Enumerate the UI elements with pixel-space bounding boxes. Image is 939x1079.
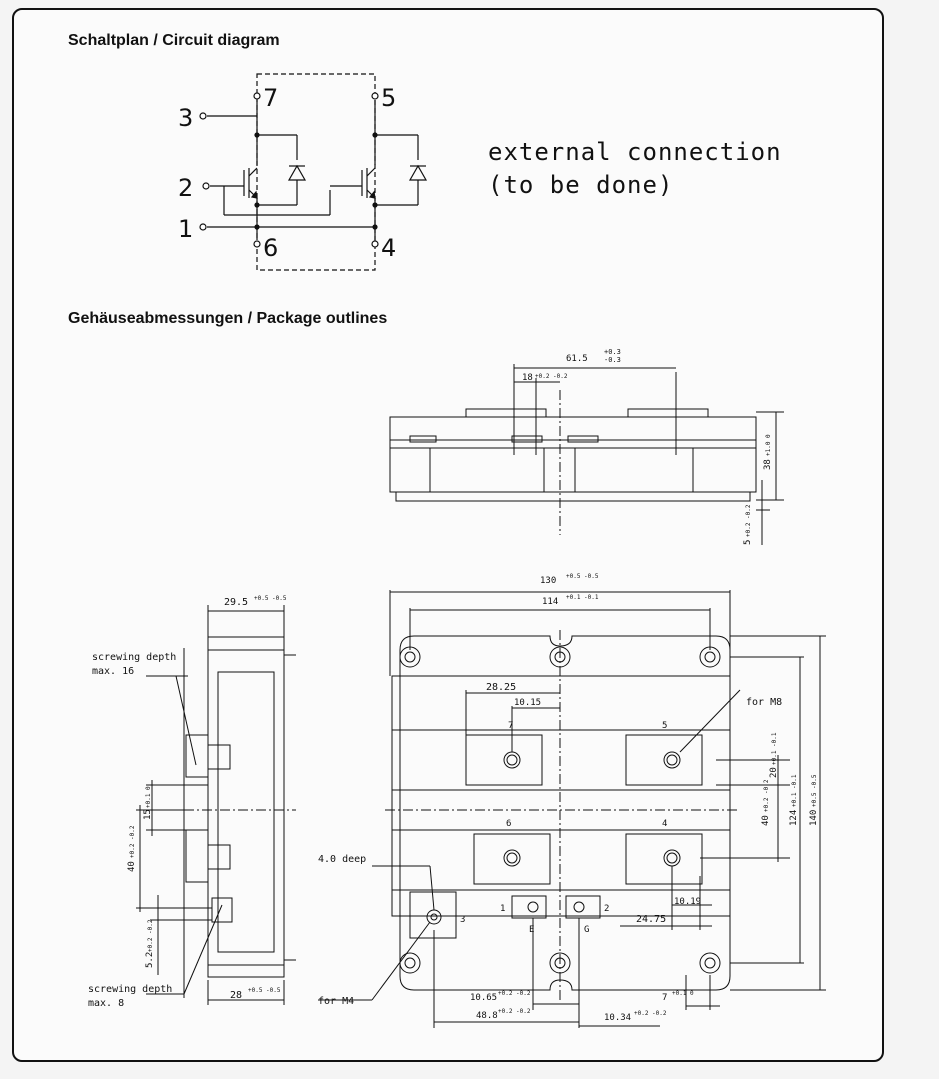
circuit-diagram-heading: Schaltplan / Circuit diagram	[68, 32, 280, 49]
terminal-2-dot	[202, 182, 210, 190]
top-dim-10-34: 10.34	[604, 1013, 631, 1023]
circuit-pin-5-label: 5	[381, 84, 396, 112]
mount-hole-bottom-right	[699, 952, 721, 974]
top-dim-130: 130	[540, 576, 556, 586]
circuit-pin-1-label: 1	[178, 215, 193, 243]
circuit-pin-6-label: 6	[263, 234, 278, 262]
external-connection-note: external connection	[488, 138, 782, 166]
screwing-depth-8-line2: max. 8	[88, 998, 124, 1009]
terminal-5-dot	[371, 92, 379, 100]
terminal-5-pad	[625, 734, 703, 786]
side-dim-61-5: 61.5	[566, 354, 588, 364]
top-terminal-1-label: 1	[500, 904, 505, 914]
mount-hole-bottom-left	[399, 952, 421, 974]
left-view	[136, 605, 296, 1005]
left-dim-28-tol: +0.5 -0.5	[248, 987, 281, 994]
to-be-done-note: (to be done)	[488, 171, 673, 199]
top-dim-130-tol: +0.5 -0.5	[566, 573, 599, 580]
top-terminal-5-label: 5	[662, 721, 667, 731]
terminal-7-pad	[465, 734, 543, 786]
terminal-6-dot	[253, 240, 261, 248]
top-terminal-e-label: E	[529, 925, 534, 935]
deep-label: 4.0 deep	[318, 854, 366, 865]
left-dim-28: 28	[230, 990, 242, 1001]
screwing-depth-16-line1: screwing depth	[92, 652, 176, 663]
side-dim-38-tol: +1.0 0	[765, 434, 772, 456]
for-m8-label: for M8	[746, 697, 782, 708]
top-dim-20: 20	[769, 767, 779, 778]
left-dim-29-5: 29.5	[224, 597, 248, 608]
terminal-7-hole	[503, 751, 521, 769]
top-terminal-2-label: 2	[604, 904, 609, 914]
top-dim-10-19: 10.19	[674, 897, 701, 907]
terminal-5-hole	[663, 751, 681, 769]
drawing-frame	[12, 8, 884, 1062]
top-dim-10-15: 10.15	[514, 698, 541, 708]
side-dim-5: 5	[743, 540, 753, 545]
for-m4-label: for M4	[318, 996, 354, 1007]
left-dim-40: 40	[127, 861, 137, 872]
left-dim-29-5-tol: +0.5 -0.5	[254, 595, 287, 602]
top-dim-124-tol: +0.1 -0.1	[791, 774, 798, 807]
terminal-1-pad	[511, 895, 547, 919]
top-terminal-7-label: 7	[508, 721, 513, 731]
terminal-4-pad	[625, 833, 703, 885]
top-terminal-g-label: G	[584, 925, 589, 935]
top-dim-48-8-tol: +0.2 -0.2	[498, 1008, 531, 1015]
top-dim-124: 124	[789, 810, 799, 826]
terminal-6-hole	[503, 849, 521, 867]
terminal-7-dot	[253, 92, 261, 100]
top-dim-10-34-tol: +0.2 -0.2	[634, 1010, 667, 1017]
terminal-4-dot	[371, 240, 379, 248]
left-dim-15-tol: +0.1 0	[145, 786, 152, 808]
screwing-depth-8-line1: screwing depth	[88, 984, 172, 995]
side-dim-38: 38	[763, 459, 773, 470]
side-dim-18-tol: +0.2 -0.2	[535, 373, 568, 380]
left-dim-5-2: 5.2	[145, 952, 155, 968]
side-dim-18: 18	[522, 373, 533, 383]
left-dim-5-2-tol: +0.2 -0.2	[147, 919, 154, 952]
top-dim-7-tol: +0.1 0	[672, 990, 694, 997]
circuit-diagram	[199, 73, 428, 271]
module-outline	[399, 635, 731, 991]
top-dim-140: 140	[809, 810, 819, 826]
top-dim-7: 7	[662, 993, 667, 1003]
top-view	[318, 590, 826, 1028]
terminal-1-dot	[199, 223, 207, 231]
terminal-4-hole	[663, 849, 681, 867]
terminal-3-dot	[199, 112, 207, 120]
side-dim-61-5-tol-plus: +0.3	[604, 348, 621, 356]
circuit-pin-7-label: 7	[263, 84, 278, 112]
side-view	[389, 364, 784, 545]
circuit-pin-2-label: 2	[178, 174, 193, 202]
external-connection-box	[256, 73, 376, 271]
top-dim-114: 114	[542, 597, 558, 607]
screwing-depth-16-line2: max. 16	[92, 666, 134, 677]
terminal-3-pad	[409, 891, 457, 939]
package-outlines-heading: Gehäuseabmessungen / Package outlines	[68, 310, 388, 327]
top-terminal-6-label: 6	[506, 819, 511, 829]
side-dim-5-tol: +0.2 -0.2	[745, 504, 752, 537]
circuit-pin-4-label: 4	[381, 234, 396, 262]
side-dim-61-5-tol-minus: -0.3	[604, 356, 621, 364]
top-terminal-4-label: 4	[662, 819, 667, 829]
top-dim-40: 40	[761, 815, 771, 826]
top-dim-48-8: 48.8	[476, 1011, 498, 1021]
top-terminal-3-label: 3	[460, 915, 465, 925]
top-dim-40-tol: +0.2 -0.2	[763, 779, 770, 812]
terminal-2-pad	[565, 895, 601, 919]
top-dim-28-25: 28.25	[486, 682, 516, 693]
circuit-pin-3-label: 3	[178, 104, 193, 132]
top-dim-114-tol: +0.1 -0.1	[566, 594, 599, 601]
terminal-6-pad	[473, 833, 551, 885]
left-dim-15: 15	[143, 809, 153, 820]
top-dim-140-tol: +0.5 -0.5	[811, 774, 818, 807]
left-dim-40-tol: +0.2 -0.2	[129, 825, 136, 858]
top-dim-20-tol: +0.1 -0.1	[771, 732, 778, 765]
top-dim-10-65-tol: +0.2 -0.2	[498, 990, 531, 997]
top-dim-10-65: 10.65	[470, 993, 497, 1003]
top-dim-24-75: 24.75	[636, 914, 666, 925]
